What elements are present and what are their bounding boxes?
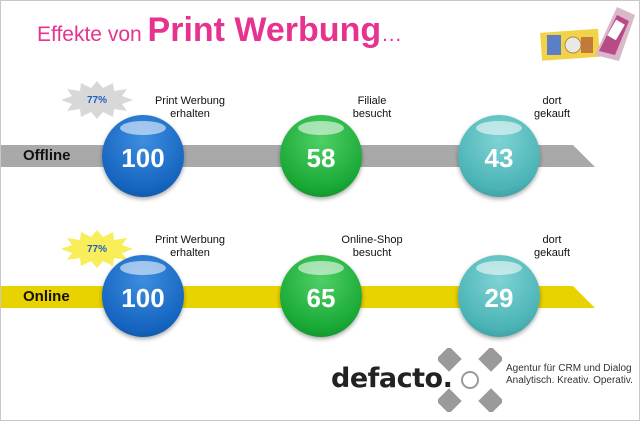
online-step2-caption: Online-Shop besucht [317,234,427,260]
online-step3-circle: 29 [458,255,540,337]
caption-line: erhalten [170,247,210,259]
title-main: Print Werbung [147,11,382,49]
caption-line: dort [542,95,562,107]
caption-line: Filiale [357,95,387,107]
online-burst-value: 77% [86,243,107,255]
online-step1-caption: Print Werbung erhalten [135,234,245,260]
caption-line: gekauft [533,108,571,120]
caption-line: Print Werbung [154,95,226,107]
online-label: Online [23,288,70,305]
burst-shape-icon [61,230,133,268]
caption-line: erhalten [170,108,210,120]
online-step1-circle: 100 [102,255,184,337]
caption-line: gekauft [533,247,571,259]
offline-percentage-burst: 77% [61,81,133,119]
caption-line: dort [542,234,562,246]
logo-wordmark: defacto. [331,363,453,394]
offline-step3-caption: dort gekauft [497,95,607,121]
circle-value: 100 [121,142,165,173]
online-percentage-burst: 77% [61,230,133,268]
logo-tagline: Agentur für CRM und Dialog Analytisch. K… [506,363,633,387]
caption-line: besucht [352,247,392,259]
burst-shape-icon [61,81,133,119]
offline-label: Offline [23,147,71,164]
offline-burst-value: 77% [86,94,107,106]
title-prefix: Effekte von [37,23,148,46]
offline-step2-caption: Filiale besucht [317,95,427,121]
offline-step3-circle: 43 [458,115,540,197]
circle-value: 65 [306,282,336,313]
logo-x-mark-icon [438,348,502,412]
print-collage-image [540,7,635,61]
online-step2-circle: 65 [280,255,362,337]
slide-title: Effekte von Print Werbung… [37,11,402,50]
caption-line: besucht [352,108,392,120]
circle-value: 58 [306,142,336,173]
circle-value: 43 [484,142,514,173]
online-step3-caption: dort gekauft [497,234,607,260]
tagline-line: Analytisch. Kreativ. Operativ. [506,375,633,386]
offline-step1-circle: 100 [102,115,184,197]
circle-value: 100 [121,282,165,313]
caption-line: Print Werbung [154,234,226,246]
circle-value: 29 [484,282,514,313]
title-suffix: … [381,23,403,46]
tagline-line: Agentur für CRM und Dialog [506,363,632,374]
offline-step1-caption: Print Werbung erhalten [135,95,245,121]
caption-line: Online-Shop [341,234,403,246]
offline-step2-circle: 58 [280,115,362,197]
